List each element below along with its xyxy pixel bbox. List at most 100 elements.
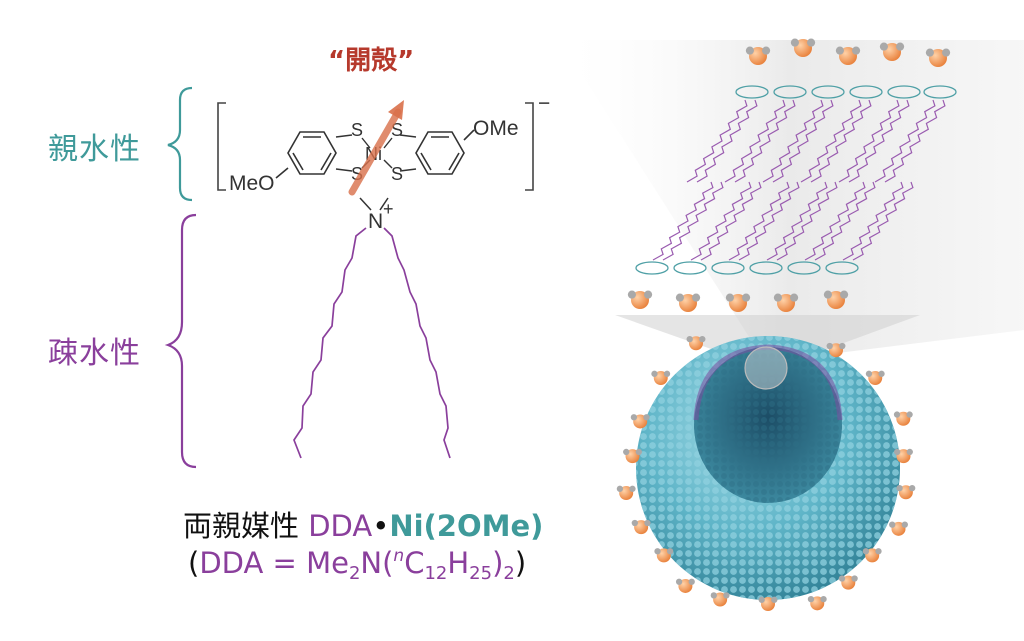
lipid-tail — [852, 181, 914, 261]
charge-minus: − — [538, 92, 550, 115]
water-hydrogen — [675, 578, 683, 585]
formula-close: ) — [492, 546, 504, 580]
water-hydrogen — [823, 290, 832, 299]
lipid-tail — [884, 99, 946, 183]
lipid-tail — [738, 181, 800, 261]
water-hydrogen — [723, 592, 730, 599]
water-hydrogen — [644, 290, 653, 299]
water-hydrogen — [835, 46, 844, 55]
water-hydrogen — [807, 38, 816, 47]
water-hydrogen — [629, 485, 636, 492]
water-hydrogen — [710, 592, 717, 599]
water-hydrogen — [635, 448, 642, 456]
water-hydrogen — [790, 38, 799, 47]
water-hydrogen — [654, 548, 661, 555]
caption-formula: = Me2N(nC12H25)2 — [263, 546, 515, 584]
head-group — [773, 85, 807, 99]
head-group — [635, 261, 669, 275]
water-hydrogen — [838, 575, 846, 582]
sulfur-bottom-right: S — [391, 164, 403, 184]
water-hydrogen — [790, 293, 799, 302]
water-hydrogen — [807, 595, 815, 603]
water-hydrogen — [878, 370, 885, 377]
open-shell-label: “開殻” — [328, 46, 415, 76]
lipid-tail — [776, 181, 838, 261]
caption-definition: (DDA = Me2N(nC12H25)2) — [188, 546, 526, 584]
water-hydrogen — [663, 370, 671, 377]
formula-sub: 2 — [503, 563, 515, 584]
lipid-tail — [652, 181, 714, 261]
formula-sub: 2 — [348, 563, 361, 584]
open-shell-arrowhead — [388, 100, 404, 120]
water-hydrogen — [901, 521, 908, 528]
water-hydrogen — [623, 448, 630, 456]
water-hydrogen — [896, 42, 905, 51]
lipid-tail — [762, 99, 824, 183]
head-group — [749, 261, 783, 275]
water-hydrogen — [762, 46, 771, 55]
water-hydrogen — [758, 596, 765, 603]
formula-n: N( — [360, 546, 394, 580]
formula-eq: = — [263, 546, 307, 580]
head-group — [735, 85, 769, 99]
water-hydrogen — [771, 596, 778, 603]
water-hydrogen — [745, 46, 754, 55]
water-hydrogen — [894, 448, 901, 456]
water-hydrogen — [688, 578, 695, 585]
hydrophobic-label: 疎水性 — [48, 336, 141, 371]
water-hydrogen — [616, 485, 624, 492]
lipid-tail — [686, 99, 748, 183]
head-group — [673, 261, 707, 275]
water-hydrogen — [906, 411, 913, 418]
water-hydrogen — [942, 48, 951, 57]
caption-compound: 両親媒性 DDA•Ni(2OMe) — [183, 503, 543, 545]
water-hydrogen — [686, 335, 693, 343]
water-hydrogen — [643, 414, 650, 421]
lipid-tail — [804, 181, 866, 261]
formula-sub: 25 — [469, 563, 493, 584]
benzene-left — [275, 131, 353, 179]
water-hydrogen — [630, 414, 638, 421]
water-hydrogen — [725, 293, 734, 302]
water-hydrogen — [925, 48, 934, 57]
water-hydrogen — [893, 411, 901, 418]
methoxy-right: OMe — [473, 117, 519, 140]
head-group — [923, 85, 957, 99]
nitrogen-atom: N — [368, 210, 383, 233]
water-hydrogen — [631, 519, 638, 527]
water-hydrogen — [826, 342, 833, 350]
formula-sup: n — [393, 546, 405, 566]
water-hydrogen — [852, 46, 861, 55]
water-hydrogen — [875, 548, 882, 555]
lipid-tail — [838, 99, 900, 183]
vesicle — [636, 336, 900, 600]
head-group — [849, 85, 883, 99]
water-hydrogen — [839, 342, 846, 350]
lipid-tail — [766, 181, 828, 261]
lipid-tail — [772, 99, 834, 183]
head-group — [787, 261, 821, 275]
water-hydrogen — [906, 448, 913, 456]
alkyl-chains — [293, 227, 451, 459]
water-hydrogen — [742, 293, 751, 302]
head-group — [811, 85, 845, 99]
caption-dda: DDA — [308, 509, 373, 543]
hydrophilic-label: 親水性 — [48, 132, 141, 167]
lipid-tail — [848, 99, 910, 183]
lipid-tail — [690, 181, 752, 261]
formula-me: Me — [306, 546, 349, 580]
water-hydrogen — [851, 575, 858, 582]
lipid-tail — [734, 99, 796, 183]
open-shell-arrow — [348, 108, 402, 196]
head-group — [825, 261, 859, 275]
formula-h: H — [447, 546, 470, 580]
caption-paren-open: ( — [188, 546, 200, 580]
benzene-right — [399, 129, 475, 175]
water-hydrogen — [692, 293, 701, 302]
lipid-tail — [842, 181, 904, 261]
lipid-tail — [800, 99, 862, 183]
lipid-tail — [662, 181, 724, 261]
lipid-tail — [728, 181, 790, 261]
ammonium-methyls — [359, 197, 389, 211]
head-group — [711, 261, 745, 275]
